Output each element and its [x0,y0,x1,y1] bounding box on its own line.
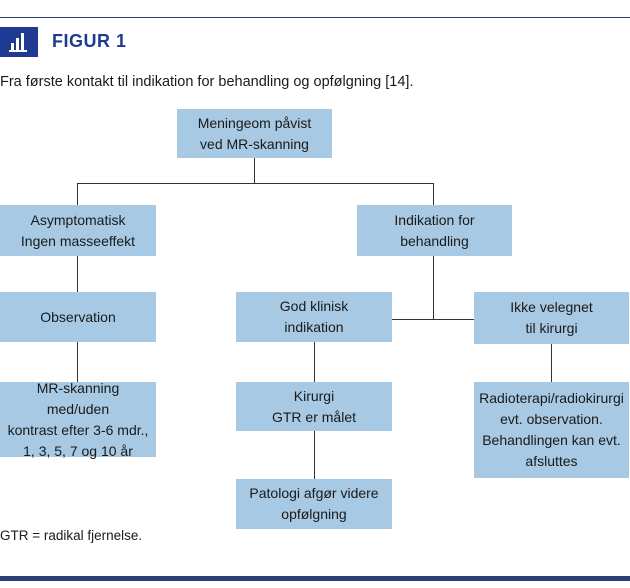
connector [314,431,315,479]
connector [433,256,434,319]
node-not-suitable-for-surgery: Ikke velegnet til kirurgi [474,292,629,344]
bottom-rule [0,576,630,581]
node-pathology: Patologi afgør videre opfølgning [236,479,392,529]
connector [254,158,255,183]
figure-caption: Fra første kontakt til indikation for be… [0,74,414,90]
node-surgery: Kirurgi GTR er målet [236,382,392,431]
connector [77,183,78,205]
figure-title: FIGUR 1 [52,31,127,51]
node-good-clinical-indication: God klinisk indikation [236,292,392,342]
top-rule [0,17,630,18]
connector [433,183,434,205]
node-observation: Observation [0,292,156,342]
footnote: GTR = radikal fjernelse. [0,528,143,543]
figure-header: FIGUR 1 [0,27,630,57]
node-treatment-indication: Indikation for behandling [357,205,512,256]
node-mr-followup: MR-skanning med/uden kontrast efter 3-6 … [0,380,156,459]
connector [551,344,552,382]
node-radiotherapy: Radioterapi/radiokirurgi evt. observatio… [474,382,629,478]
bar-chart-icon [0,27,38,57]
connector [392,319,474,320]
node-asymptomatic: Asymptomatisk Ingen masseeffekt [0,205,156,256]
connector [77,183,433,184]
node-meningioma-detected: Meningeom påvist ved MR-skanning [177,109,332,158]
connector [314,342,315,382]
connector [77,256,78,292]
connector [77,342,78,382]
